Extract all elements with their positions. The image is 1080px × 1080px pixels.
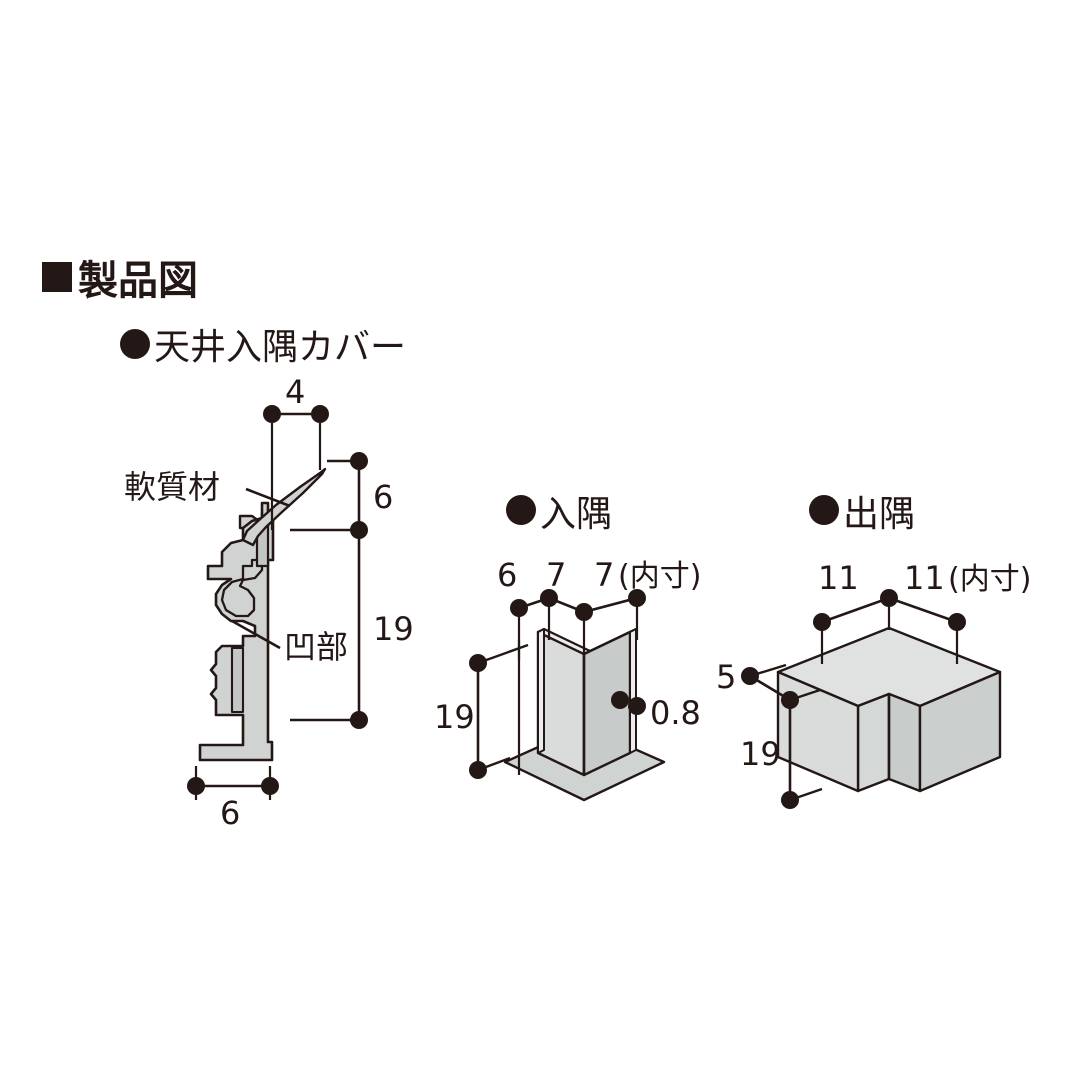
oc-flange-dot-top xyxy=(741,667,759,685)
dim-dot-left xyxy=(187,777,205,795)
round-bullet-icon xyxy=(506,495,536,525)
ic-right-outer-edge xyxy=(629,628,637,754)
inside-corner-height-dimension: 19 xyxy=(434,640,529,779)
ic-dim-value-2: 7 xyxy=(546,556,566,594)
square-bullet-icon xyxy=(42,262,72,292)
ic-height-dot-bottom xyxy=(469,761,487,779)
soft-material-fin xyxy=(241,467,327,547)
dim-dot-left xyxy=(263,405,281,423)
oc-dim-dot-3 xyxy=(948,613,966,631)
inside-corner-body xyxy=(503,627,666,802)
recess-leader-line xyxy=(231,619,281,650)
outside-corner-height-dimension: 19 xyxy=(740,700,823,809)
inside-corner-thickness-dimension: 0.8 xyxy=(611,691,701,732)
dimension-upper-height: 6 xyxy=(290,452,393,539)
oc-left-face xyxy=(856,692,891,793)
dimension-base-width: 6 xyxy=(187,766,279,832)
dim-dot-top xyxy=(350,452,368,470)
ic-dim-note: (内寸) xyxy=(618,559,701,594)
oc-dim-value-1: 11 xyxy=(818,559,859,597)
oc-right-wall xyxy=(918,670,1002,793)
ic-dim-value-3: 7 xyxy=(594,556,614,594)
ic-dim-dot-1 xyxy=(510,599,528,617)
dimension-top-width: 4 xyxy=(263,373,329,530)
oc-flange-value: 5 xyxy=(716,658,736,696)
dim-value-base-width: 6 xyxy=(220,794,240,832)
ic-dim-dot-2 xyxy=(540,589,558,607)
profile-body xyxy=(198,467,327,762)
callout-soft-material: 軟質材 xyxy=(124,468,291,508)
ic-dim-dot-4 xyxy=(628,589,646,607)
outside-corner-heading: 出隅 xyxy=(809,494,915,535)
recess-label: 凹部 xyxy=(284,628,348,666)
ic-height-dot-top xyxy=(469,654,487,672)
oc-height-value: 19 xyxy=(740,735,781,773)
round-bullet-icon xyxy=(120,329,150,359)
outside-corner-view: 出隅 xyxy=(716,494,1031,809)
oc-dim-dot-1 xyxy=(813,613,831,631)
ic-height-value: 19 xyxy=(434,698,475,736)
oc-dim-value-2: 11 xyxy=(904,559,945,597)
dim-value-upper-height: 6 xyxy=(373,478,393,516)
dim-dot-bottom xyxy=(350,711,368,729)
profile-cross-section-view: 軟質材 凹部 4 xyxy=(124,373,414,832)
dim-dot-right xyxy=(311,405,329,423)
ic-dim-dot-3 xyxy=(575,603,593,621)
ic-dim-value-1: 6 xyxy=(497,556,517,594)
ic-thickness-dot-2 xyxy=(628,697,646,715)
soft-material-label: 軟質材 xyxy=(124,468,220,506)
dim-value-total-height: 19 xyxy=(373,610,414,648)
dim-dot-right xyxy=(261,777,279,795)
oc-height-dot-bottom xyxy=(781,791,799,809)
recess-groove xyxy=(230,646,245,714)
ic-left-outer-edge xyxy=(537,628,545,754)
outside-corner-body xyxy=(776,626,1002,793)
subsection-title: 天井入隅カバー xyxy=(154,327,406,368)
ic-thickness-value: 0.8 xyxy=(650,694,701,732)
outside-corner-flange-dimension: 5 xyxy=(716,658,821,709)
oc-dim-note: (内寸) xyxy=(948,562,1031,597)
outside-corner-top-dimensions: 11 11 (内寸) xyxy=(813,559,1031,664)
outside-corner-title: 出隅 xyxy=(843,494,915,535)
soft-material-leader-line xyxy=(245,487,291,508)
oc-right-face xyxy=(887,692,922,793)
inside-corner-title: 入隅 xyxy=(540,494,612,535)
dim-value-top-width: 4 xyxy=(285,373,305,411)
callout-recess: 凹部 xyxy=(231,619,348,666)
inside-corner-view: 入隅 xyxy=(434,494,701,802)
section-heading: 製品図 xyxy=(42,258,198,304)
oc-dim-dot-2 xyxy=(880,589,898,607)
inside-corner-heading: 入隅 xyxy=(506,494,612,535)
section-title: 製品図 xyxy=(78,258,198,304)
round-bullet-icon xyxy=(809,495,839,525)
dimension-total-height: 19 xyxy=(290,530,414,729)
ic-dim-chain-line xyxy=(518,596,638,614)
ic-thickness-dot-1 xyxy=(611,691,629,709)
subsection-heading: 天井入隅カバー xyxy=(120,327,406,368)
